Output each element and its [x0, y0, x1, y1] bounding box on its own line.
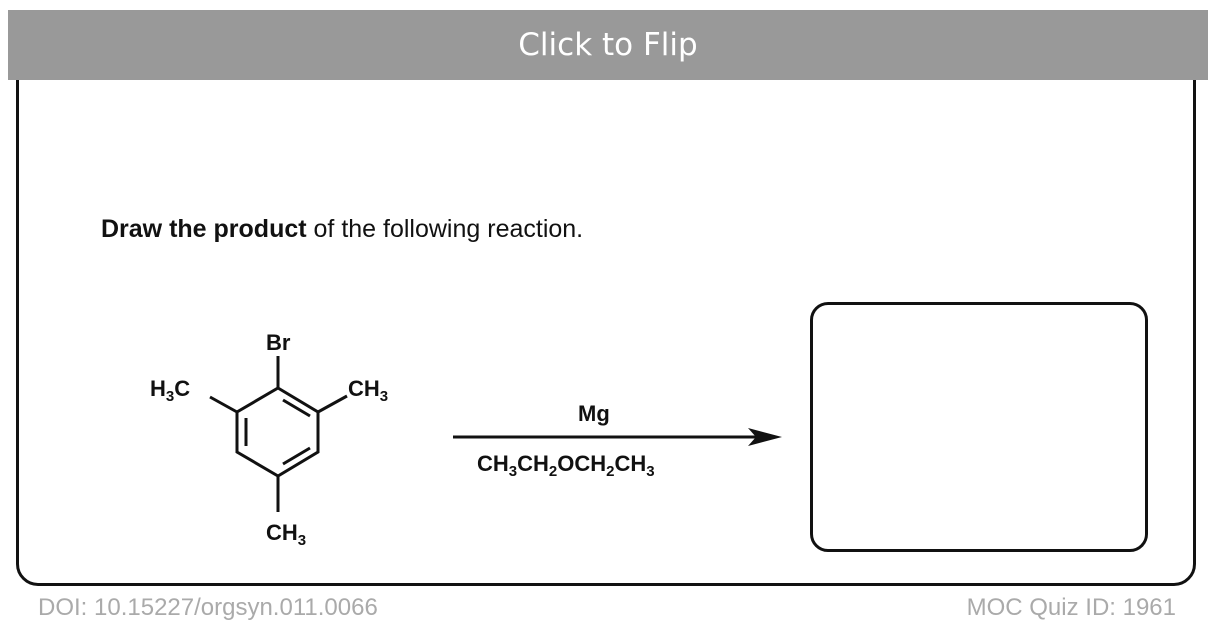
arrow-head-icon	[748, 428, 782, 446]
ch3-bottom-label: CH3	[266, 520, 306, 549]
aryl-bromide-structure	[209, 356, 348, 512]
solvent-label: CH3CH2OCH2CH3	[477, 451, 655, 480]
flip-label: Click to Flip	[518, 27, 698, 63]
product-answer-box[interactable]	[810, 302, 1148, 552]
ch3-right-label: CH3	[348, 376, 388, 405]
quiz-id-text: MOC Quiz ID: 1961	[966, 594, 1176, 621]
question-text: Draw the product of the following reacti…	[101, 215, 583, 244]
h3c-label: H3C	[150, 376, 190, 405]
question-bold: Draw the product	[101, 215, 307, 243]
reagent-label: Mg	[578, 401, 610, 426]
question-rest: of the following reaction.	[306, 215, 584, 243]
click-to-flip-button[interactable]: Click to Flip	[8, 10, 1208, 80]
doi-text: DOI: 10.15227/orgsyn.011.0066	[38, 594, 378, 621]
br-label: Br	[266, 330, 291, 355]
